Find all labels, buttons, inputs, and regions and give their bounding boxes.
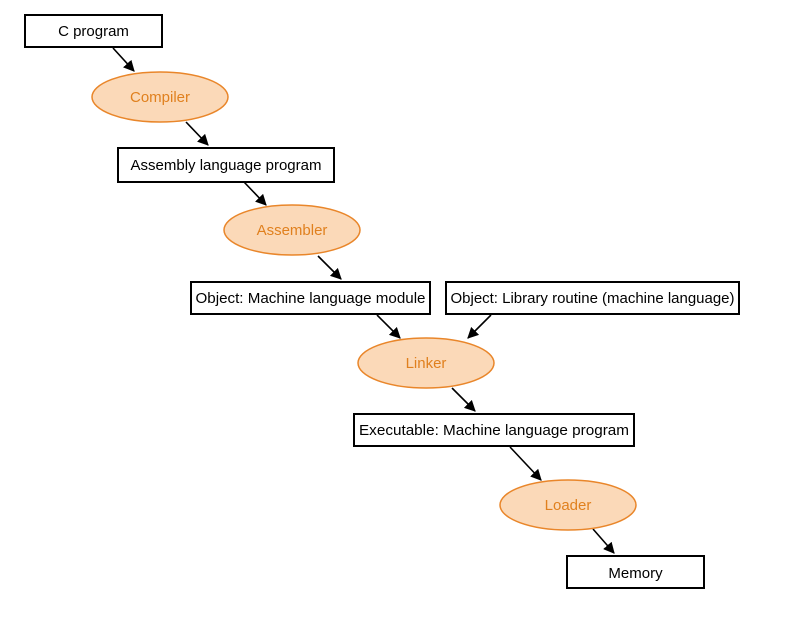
c-program-box: C program <box>24 14 163 48</box>
arrow-assembler-to-object-module <box>317 255 342 280</box>
arrow-cprogram-to-compiler <box>112 47 135 72</box>
arrow-assembly-to-assembler <box>243 181 267 206</box>
arrow-object-module-to-linker <box>376 314 401 339</box>
arrow-linker-to-executable <box>451 387 476 412</box>
assembly-program-box: Assembly language program <box>117 147 335 183</box>
linker-oval: Linker <box>357 337 495 389</box>
assembler-oval: Assembler <box>223 204 361 256</box>
arrow-compiler-to-assembly <box>185 121 209 146</box>
object-module-label: Object: Machine language module <box>196 290 426 307</box>
executable-label: Executable: Machine language program <box>359 422 629 439</box>
linker-label: Linker <box>406 355 447 372</box>
assembler-label: Assembler <box>257 222 328 239</box>
arrow-executable-to-loader <box>509 446 542 481</box>
arrow-library-to-linker <box>467 314 492 339</box>
arrow-loader-to-memory <box>592 528 615 554</box>
memory-box: Memory <box>566 555 705 589</box>
object-library-label: Object: Library routine (machine languag… <box>451 290 735 307</box>
memory-label: Memory <box>608 565 663 582</box>
object-module-box: Object: Machine language module <box>190 281 431 315</box>
object-library-box: Object: Library routine (machine languag… <box>445 281 740 315</box>
loader-label: Loader <box>545 497 592 514</box>
executable-box: Executable: Machine language program <box>353 413 635 447</box>
assembly-program-label: Assembly language program <box>131 157 322 174</box>
loader-oval: Loader <box>499 479 637 531</box>
compiler-oval: Compiler <box>91 71 229 123</box>
compiler-label: Compiler <box>130 89 190 106</box>
c-program-label: C program <box>58 23 129 40</box>
